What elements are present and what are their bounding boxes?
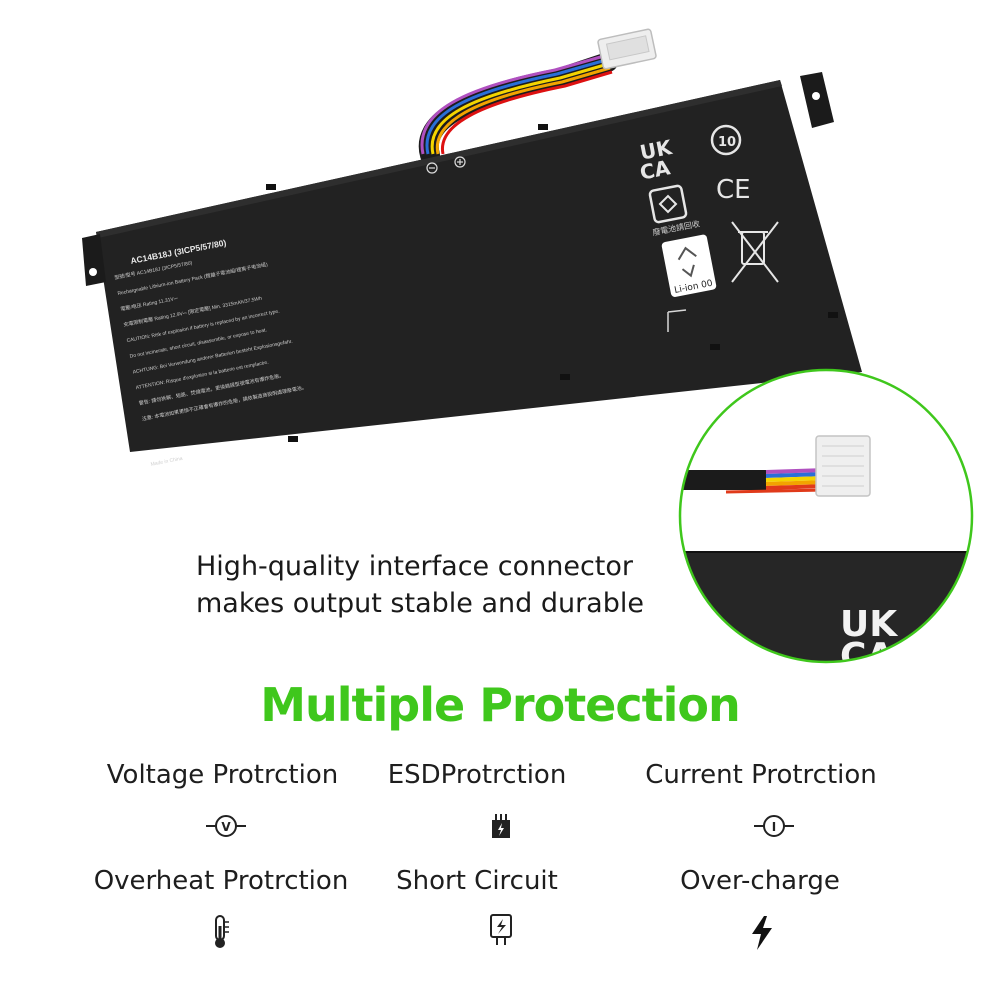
battery-image: AC14B18J (3ICP5/57/80) 型號/型号 AC14B18J (3… — [82, 28, 862, 468]
current-icon: I — [754, 815, 794, 837]
battery-connector — [597, 28, 657, 70]
voltage-icon: V — [206, 815, 246, 837]
svg-text:CA: CA — [638, 155, 673, 184]
short-circuit-icon — [490, 914, 512, 945]
ce-mark: CE — [716, 175, 751, 205]
feature-label-overheat: Overheat Protrction — [93, 866, 349, 896]
battery-cable — [418, 52, 618, 165]
svg-text:V: V — [221, 820, 231, 834]
cert-10-icon — [710, 124, 742, 156]
weee-bin-icon — [731, 221, 779, 283]
battery-marks: UK CA 10 CE 廢電池請回收 Li-ion 00 — [638, 124, 779, 332]
svg-text:10: 10 — [718, 135, 736, 150]
battery-body — [82, 72, 862, 452]
esd-chip-icon — [492, 814, 510, 838]
feature-label-current: Current Protrction — [645, 760, 877, 790]
connector-caption: High-quality interface connector makes o… — [196, 548, 666, 622]
svg-text:I: I — [772, 820, 776, 834]
feature-label-overcharge: Over-charge — [680, 866, 840, 896]
battery-label-line: Made in China — [150, 456, 183, 468]
lightning-icon — [752, 916, 772, 950]
feature-label-esd: ESDProtrction — [387, 760, 567, 790]
feature-label-short-circuit: Short Circuit — [396, 866, 558, 896]
section-heading: Multiple Protection — [260, 678, 741, 732]
recycle-symbol-icon — [648, 184, 688, 224]
feature-label-voltage: Voltage Protrction — [106, 760, 339, 790]
thermometer-icon — [215, 915, 229, 948]
caption-line-2: makes output stable and durable — [196, 588, 644, 619]
caption-line-1: High-quality interface connector — [196, 551, 633, 582]
svg-text:UK: UK — [840, 604, 898, 645]
connector-zoom-inset: UK CA — [678, 368, 974, 664]
